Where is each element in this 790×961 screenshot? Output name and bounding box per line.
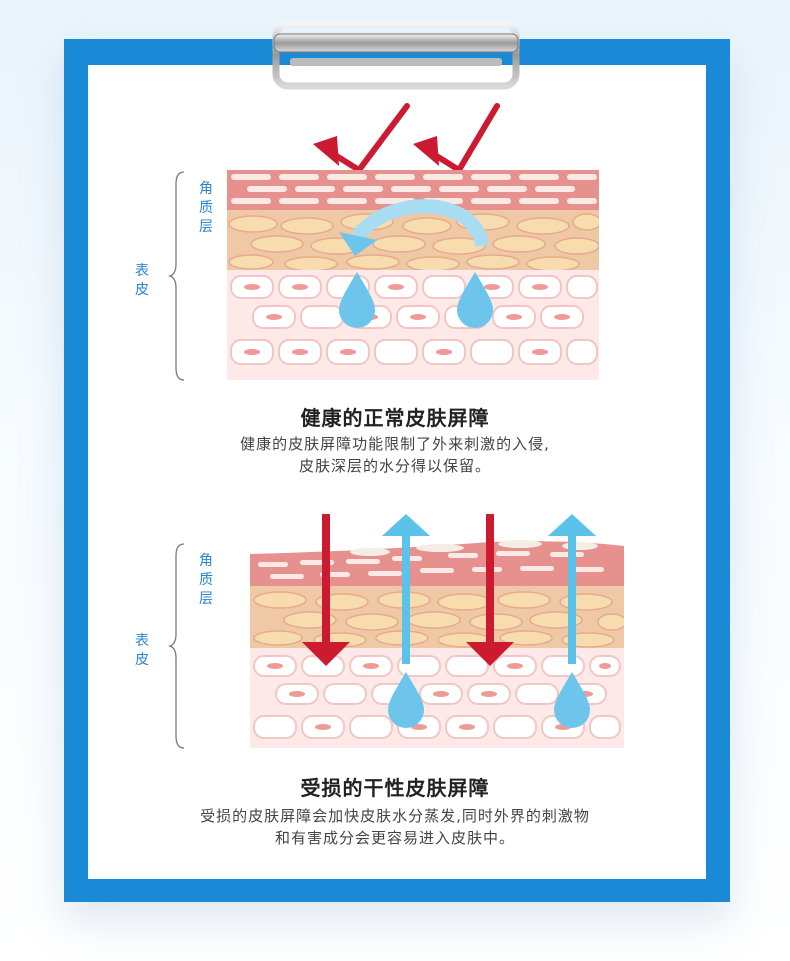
epidermis-brace-icon	[168, 543, 185, 749]
healthy-desc-line-1: 健康的皮肤屏障功能限制了外来刺激的入侵,	[240, 435, 550, 453]
irritant-entering-arrow-icon	[302, 514, 514, 666]
damaged-desc-line-2: 和有害成分会更容易进入皮肤中。	[274, 829, 515, 847]
moisture-retention-arrow-icon	[351, 199, 489, 248]
damaged-description: 受损的皮肤屏障会加快皮肤水分蒸发,同时外界的刺激物 和有害成分会更容易进入皮肤中…	[0, 805, 790, 849]
moisture-evaporation-arrow-icon	[382, 514, 596, 664]
water-droplet-icon	[457, 272, 493, 328]
damaged-skin-illustration	[250, 512, 624, 748]
damaged-desc-line-1: 受损的皮肤屏障会加快皮肤水分蒸发,同时外界的刺激物	[200, 807, 590, 825]
epidermis-label: 表皮	[135, 263, 149, 298]
water-droplet-icon	[339, 272, 375, 328]
clipboard-clip-icon	[272, 20, 520, 90]
epidermis-brace-icon	[168, 171, 185, 381]
damaged-title: 受损的干性皮肤屏障	[300, 776, 490, 800]
healthy-desc-line-2: 皮肤深层的水分得以保留。	[298, 457, 491, 475]
incoming-stimulus-arrow-icon	[313, 103, 500, 175]
water-droplet-icon	[554, 672, 590, 728]
healthy-description: 健康的皮肤屏障功能限制了外来刺激的入侵, 皮肤深层的水分得以保留。	[0, 433, 790, 477]
stratum-corneum-label: 角质层	[199, 181, 213, 235]
water-droplet-icon	[388, 672, 424, 728]
epidermis-label: 表皮	[135, 633, 149, 668]
healthy-title: 健康的正常皮肤屏障	[300, 406, 490, 430]
stratum-corneum-label: 角质层	[199, 553, 213, 607]
healthy-skin-illustration	[227, 100, 599, 380]
